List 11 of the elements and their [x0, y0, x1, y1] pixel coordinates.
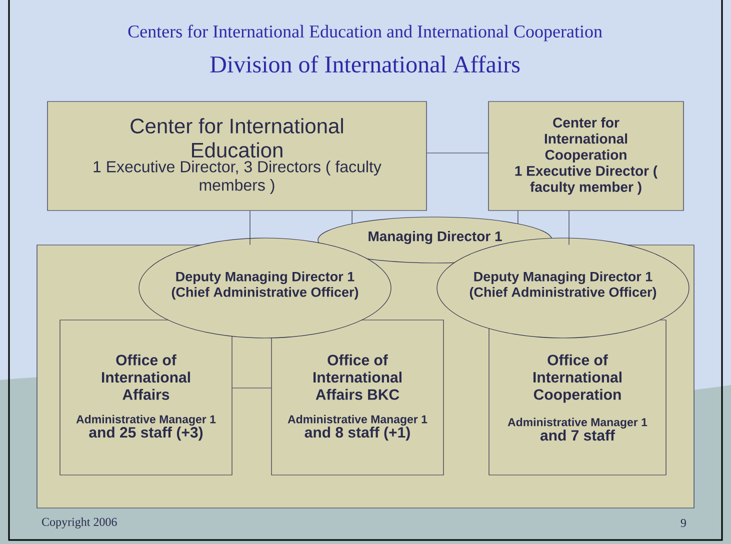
connector-line [568, 210, 570, 245]
org-box: Center for International Cooperation 1 Executive Director ( faculty member ) [488, 101, 684, 211]
subtitle: Centers for International Education and International Cooperation [128, 24, 602, 42]
footer-text: Copyright 2006 [42, 518, 117, 528]
title: Division of International Affairs [210, 55, 520, 73]
org-box: Center for International Education 1 Executive Director, 3 Directors ( faculty members ) [47, 101, 427, 211]
page-number: 9 [680, 518, 686, 528]
connector-line [426, 152, 488, 154]
org-box: Office of International Affairs Administrative Manager 1 and 25 staff (+3) [60, 320, 232, 476]
org-box: Office of International Affairs BKC Administrative Manager 1 and 8 staff (+1) [271, 320, 444, 476]
org-box: Office of International Cooperation Administrative Manager 1 and 7 staff [488, 320, 666, 476]
